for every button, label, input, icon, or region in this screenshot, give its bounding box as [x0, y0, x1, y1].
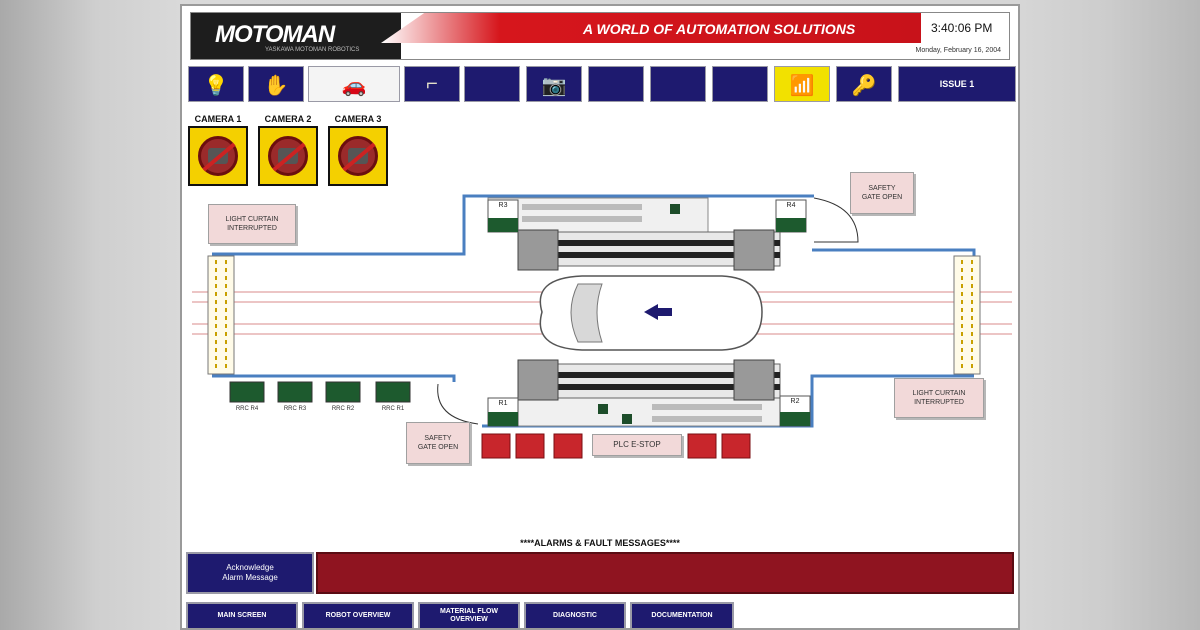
rrc-indicator-r1[interactable] [375, 381, 411, 403]
header-banner: MOTOMAN YASKAWA MOTOMAN ROBOTICS A WORLD… [190, 12, 1010, 60]
rrc-label: RRC R3 [283, 406, 307, 412]
light-curtain-left [207, 255, 235, 375]
car-windshield [570, 283, 603, 343]
nav-robot-overview[interactable]: ROBOT OVERVIEW [302, 602, 414, 628]
safety-gate-swing-top [813, 197, 859, 243]
hmi-screen: MOTOMAN YASKAWA MOTOMAN ROBOTICS A WORLD… [180, 4, 1020, 630]
nav-documentation[interactable]: DOCUMENTATION [630, 602, 734, 628]
toolbar-button-hand[interactable]: ✋ [248, 66, 304, 102]
nav-material-flow-overview[interactable]: MATERIAL FLOW OVERVIEW [418, 602, 520, 628]
camera-fault-icon [268, 136, 308, 176]
station-label-r1: R1 [498, 400, 508, 407]
camera-status-box[interactable] [328, 126, 388, 186]
rrc-indicator-r3[interactable] [277, 381, 313, 403]
safety-gate-bottom-notice: SAFETY GATE OPEN [406, 422, 470, 464]
safety-gate-swing-bottom [437, 383, 479, 425]
logo: MOTOMAN YASKAWA MOTOMAN ROBOTICS [191, 13, 401, 59]
estop-indicator-4[interactable] [687, 433, 717, 459]
toolbar-button-blank-3[interactable] [650, 66, 706, 102]
rrc-label: RRC R4 [235, 406, 259, 412]
camera-label: CAMERA 2 [264, 114, 312, 124]
station-label-r4: R4 [786, 202, 796, 209]
estop-indicator-5[interactable] [721, 433, 751, 459]
plc-estop-notice: PLC E-STOP [592, 434, 682, 456]
logo-text: MOTOMAN [215, 21, 335, 48]
car-icon: 🚗 [341, 75, 367, 97]
light-curtain-right-notice: LIGHT CURTAIN INTERRUPTED [894, 378, 984, 418]
camera-2[interactable]: CAMERA 2 [258, 114, 322, 186]
camera-1[interactable]: CAMERA 1 [188, 114, 252, 186]
tagline: A WORLD OF AUTOMATION SOLUTIONS [583, 21, 856, 37]
nav-main-screen[interactable]: MAIN SCREEN [186, 602, 298, 628]
camera-fault-icon [198, 136, 238, 176]
rrc-indicator-r4[interactable] [229, 381, 265, 403]
station-label-r3: R3 [498, 202, 508, 209]
workcell-diagram [192, 194, 1012, 459]
issue-button[interactable]: ISSUE 1 [898, 66, 1016, 102]
alarm-message-bar [316, 552, 1014, 594]
signal-icon: 📶 [789, 75, 815, 97]
nav-diagnostic[interactable]: DIAGNOSTIC [524, 602, 626, 628]
station-label-r2: R2 [790, 398, 800, 405]
top-equipment-frame [487, 197, 709, 233]
toolbar-button-blank-1[interactable] [464, 66, 520, 102]
header-red-band [381, 13, 921, 43]
light-curtain-left-notice: LIGHT CURTAIN INTERRUPTED [208, 204, 296, 244]
camera-status-box[interactable] [188, 126, 248, 186]
clock-time: 3:40:06 PM [931, 21, 993, 35]
toolbar-button-car[interactable]: 🚗 [308, 66, 400, 102]
fence-top-right [812, 248, 976, 256]
robot-base-bottom-right [733, 359, 775, 401]
robot-arm-icon: ⌐ [426, 73, 438, 95]
direction-arrow-icon [644, 304, 672, 320]
alarm-title: ****ALARMS & FAULT MESSAGES**** [520, 538, 680, 548]
robot-base-top-right [733, 229, 775, 271]
key-icon: 🔑 [851, 75, 877, 97]
camera-fault-icon [338, 136, 378, 176]
clock-date: Monday, February 16, 2004 [915, 47, 1001, 54]
toolbar-button-signal[interactable]: 📶 [774, 66, 830, 102]
rrc-indicator-r2[interactable] [325, 381, 361, 403]
estop-indicator-1[interactable] [481, 433, 511, 459]
toolbar-button-bulb[interactable]: 💡 [188, 66, 244, 102]
rrc-label: RRC R1 [381, 406, 405, 412]
camera-status-box[interactable] [258, 126, 318, 186]
toolbar-button-key[interactable]: 🔑 [836, 66, 892, 102]
robot-base-top-left [517, 229, 559, 271]
estop-indicator-2[interactable] [515, 433, 545, 459]
toolbar: 💡 ✋ 🚗 ⌐ 📷 📶 🔑 ISSUE 1 [188, 66, 1018, 102]
light-curtain-right [953, 255, 981, 375]
safety-gate-top-notice: SAFETY GATE OPEN [850, 172, 914, 214]
camera-label: CAMERA 1 [194, 114, 242, 124]
logo-subtext: YASKAWA MOTOMAN ROBOTICS [265, 47, 360, 53]
toolbar-button-blank-4[interactable] [712, 66, 768, 102]
fence-top [212, 194, 814, 256]
rrc-label: RRC R2 [331, 406, 355, 412]
acknowledge-alarm-button[interactable]: Acknowledge Alarm Message [186, 552, 314, 594]
issue-label: ISSUE 1 [939, 79, 975, 89]
toolbar-button-robot-arm[interactable]: ⌐ [404, 66, 460, 102]
fence-bottom-left [212, 374, 456, 382]
camera-label: CAMERA 3 [334, 114, 382, 124]
toolbar-button-blank-2[interactable] [588, 66, 644, 102]
camera-3[interactable]: CAMERA 3 [328, 114, 392, 186]
camera-icon: 📷 [541, 75, 567, 97]
bulb-icon: 💡 [203, 75, 229, 97]
robot-base-bottom-left [517, 359, 559, 401]
toolbar-button-camera[interactable]: 📷 [526, 66, 582, 102]
estop-indicator-3[interactable] [553, 433, 583, 459]
hand-icon: ✋ [263, 75, 289, 97]
